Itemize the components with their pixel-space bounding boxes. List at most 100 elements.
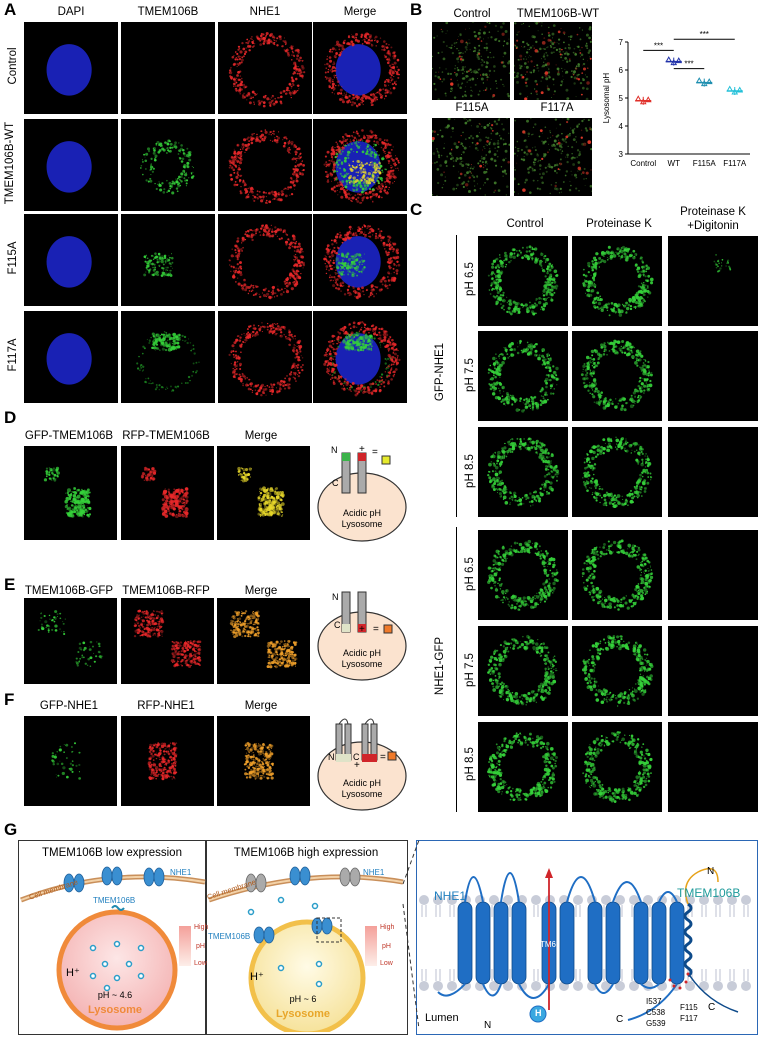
b-image-3 (514, 118, 592, 196)
b-img-f117a: F117A (540, 102, 574, 114)
d-tile-1 (121, 446, 214, 540)
c-tile-0-0 (478, 236, 568, 326)
y-tick-label: 3 (619, 150, 624, 159)
g-detail-c-right: C (708, 1002, 716, 1013)
g-detail-nhe1: NHE1 (434, 889, 467, 903)
g-detail-lumen: Lumen (425, 1012, 459, 1024)
c-ph-75b: pH 7.5 (464, 653, 476, 687)
g-res-f115: F115 (680, 1003, 698, 1012)
e-tile-2 (217, 598, 310, 684)
e-col-1: TMEM106B-GFP (24, 585, 114, 597)
a-tile-f117a-3 (313, 311, 407, 403)
g-lysosome-low: Lysosome (87, 1004, 142, 1016)
c-tile-2-0 (478, 427, 568, 517)
data-point (639, 98, 647, 105)
a-row-wt: TMEM106B-WT (4, 121, 16, 205)
x-tick-label: F117A (723, 159, 747, 168)
y-tick-label: 4 (619, 122, 624, 131)
f-n: N (328, 752, 335, 762)
x-tick-label: Control (630, 159, 656, 168)
d-label2: Lysosome (341, 519, 383, 529)
g-high-title: TMEM106B high expression (233, 847, 379, 859)
a-col-dapi: DAPI (57, 6, 85, 18)
g-detail-tmem: TMEM106B (677, 886, 741, 900)
e-eq: = (373, 624, 379, 635)
g-detail-n-bottom: N (484, 1020, 492, 1031)
g-detail (419, 867, 751, 1023)
g-ph-value-low: pH ~ 4.6 (97, 990, 133, 1000)
g-tmem-high: TMEM106B (208, 932, 251, 941)
b-img-f115a: F115A (455, 102, 489, 114)
d-col-2: RFP-TMEM106B (122, 430, 210, 442)
g-res-i537: I537 (646, 997, 662, 1006)
f-plus: + (354, 760, 360, 771)
g-detail-h: H (535, 1008, 542, 1018)
g-res-f117: F117 (680, 1014, 698, 1023)
f-label1: Acidic pH (342, 778, 381, 788)
f-schematic (317, 718, 407, 811)
a-tile-wt-1 (121, 119, 215, 211)
f-col-3: Merge (244, 700, 278, 712)
g-high-low: High (194, 924, 209, 931)
e-plus: + (359, 624, 365, 635)
c-tile-1-0 (478, 331, 568, 421)
f-col-2: RFP-NHE1 (137, 700, 195, 712)
g-detail-tm6: TM6 (540, 940, 556, 949)
data-point (665, 56, 673, 63)
f-eq: = (380, 752, 386, 763)
f-tile-2 (217, 716, 310, 806)
b-img-control: Control (453, 8, 491, 20)
a-tile-wt-2 (218, 119, 312, 211)
significance-label: *** (654, 41, 663, 50)
g-low-title: TMEM106B low expression (42, 847, 182, 859)
g-ph-low: pH (196, 943, 205, 950)
d-n: N (331, 445, 338, 455)
c-group-nhe1-gfp: NHE1-GFP (434, 636, 446, 696)
c-tile-2-1 (572, 427, 662, 517)
c-tile-4-0 (478, 626, 568, 716)
g-high-high: High (380, 924, 395, 931)
b-image-1 (514, 22, 592, 100)
c-bracket-1 (456, 235, 457, 517)
b-img-wt: TMEM106B-WT (516, 8, 600, 20)
a-col-merge: Merge (343, 6, 377, 18)
c-ph-85b: pH 8.5 (464, 747, 476, 781)
e-n: N (332, 592, 339, 602)
g-cartoon (20, 866, 404, 1032)
g-divider (205, 840, 207, 1035)
b-image-0 (432, 22, 510, 100)
a-tile-f117a-2 (218, 311, 312, 403)
c-tile-5-1 (572, 722, 662, 812)
c-tile-4-2 (668, 626, 758, 716)
g-low-high: Low (380, 960, 393, 967)
e-col-3: Merge (244, 585, 278, 597)
a-tile-control-0 (24, 22, 118, 114)
data-point (700, 80, 708, 87)
panel-label-e: E (4, 575, 16, 594)
data-point (705, 78, 713, 85)
panel-label-a: A (4, 0, 17, 19)
c-ph-65a: pH 6.5 (464, 262, 476, 296)
data-point (675, 57, 683, 64)
d-col-1: GFP-TMEM106B (24, 430, 114, 442)
c-tile-3-2 (668, 530, 758, 620)
c-group-gfp-nhe1: GFP-NHE1 (434, 342, 446, 402)
c-ph-75a: pH 7.5 (464, 358, 476, 392)
d-schematic (317, 452, 407, 542)
a-row-control: Control (7, 47, 19, 85)
g-tmem-low: TMEM106B (93, 896, 136, 905)
g-res-g539: G539 (646, 1019, 666, 1028)
c-tile-1-1 (572, 331, 662, 421)
data-point (634, 95, 642, 102)
g-detail-n-top: N (707, 866, 715, 877)
d-eq: = (372, 447, 378, 458)
a-tile-f115a-3 (313, 214, 407, 306)
c-ph-65b: pH 6.5 (464, 557, 476, 591)
c-bracket-2 (456, 527, 457, 812)
e-label2: Lysosome (341, 659, 383, 669)
panel-label-b: B (410, 0, 423, 19)
a-tile-control-1 (121, 22, 215, 114)
a-tile-f117a-1 (121, 311, 215, 403)
e-tile-0 (24, 598, 117, 684)
data-point (670, 59, 678, 66)
